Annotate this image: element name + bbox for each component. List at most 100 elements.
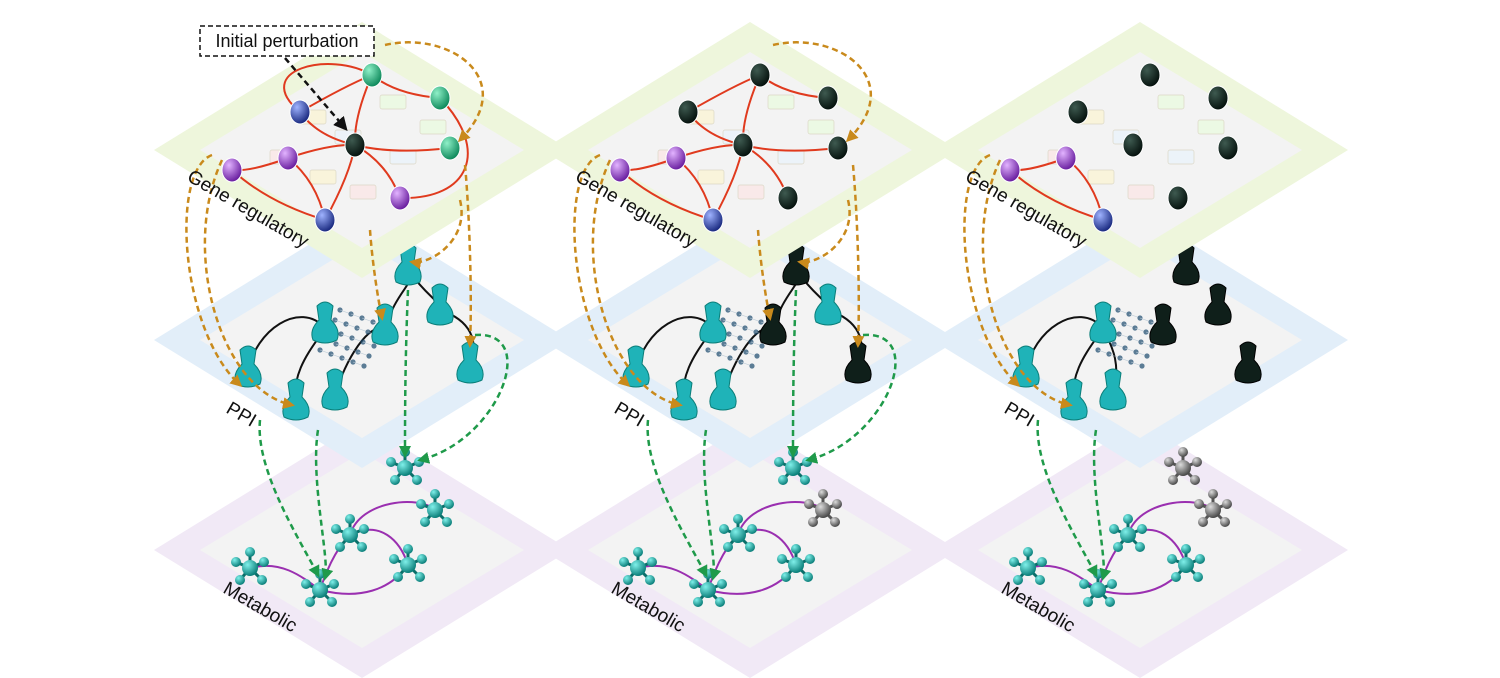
gene-node	[665, 145, 687, 171]
gene-regulatory-layer	[932, 22, 1348, 278]
metabolite-nodes	[231, 447, 454, 607]
gene-node	[429, 85, 451, 111]
metabolite-node	[1167, 544, 1205, 582]
metabolite-node	[777, 544, 815, 582]
protein-node	[1149, 303, 1177, 346]
gene-node	[1055, 145, 1077, 171]
gene-nodes	[999, 62, 1239, 233]
gene-node	[702, 207, 724, 233]
gene-node	[1067, 99, 1089, 125]
metabolite-node	[1109, 514, 1147, 552]
protein-node	[1204, 283, 1232, 326]
initial-perturbation-label: Initial perturbation	[215, 31, 358, 51]
ppi-label: PPI	[1001, 398, 1038, 431]
gene-node	[221, 157, 243, 183]
protein-node	[709, 368, 737, 411]
ppi-to-metabolic-arrow	[646, 419, 708, 578]
gene-to-ppi-arrow	[797, 199, 851, 270]
metabolic-layer	[932, 422, 1348, 678]
gene-node	[732, 132, 754, 158]
gene-node	[777, 185, 799, 211]
ppi-to-metabolic-arrow	[258, 419, 320, 578]
ppi-label: PPI	[223, 398, 260, 431]
gene-node	[749, 62, 771, 88]
metabolite-node	[331, 514, 369, 552]
gene-node	[389, 185, 411, 211]
gene-to-ppi-arrow	[981, 159, 1073, 410]
gene-node	[1167, 185, 1189, 211]
gene-to-ppi-arrow	[851, 164, 865, 348]
gene-to-ppi-arrow	[463, 164, 477, 348]
gene-to-ppi-arrow	[409, 199, 463, 270]
protein-node	[670, 378, 698, 421]
gene-nodes	[221, 62, 461, 233]
metabolic-layer	[542, 422, 958, 678]
ppi-to-metabolic-arrow	[787, 289, 800, 458]
metabolite-node	[231, 547, 269, 585]
ppi-to-metabolic-arrow	[1036, 419, 1098, 578]
metabolite-node	[719, 514, 757, 552]
protein-node	[282, 378, 310, 421]
ppi-to-metabolic-arrow	[417, 333, 509, 464]
gene-node	[609, 157, 631, 183]
gene-regulatory-layer	[542, 22, 958, 278]
ppi-layer	[542, 212, 958, 468]
ppi-nodes	[234, 243, 484, 421]
metabolite-node	[619, 547, 657, 585]
protein-node	[699, 301, 727, 344]
metabolite-node	[1009, 547, 1047, 585]
gene-to-ppi-arrow	[756, 229, 774, 321]
gene-node	[344, 132, 366, 158]
metabolite-node	[1164, 447, 1202, 485]
regulation-arrow	[283, 63, 374, 113]
gene-node	[1139, 62, 1161, 88]
protein-node	[1060, 378, 1088, 421]
ppi-hub-cluster	[705, 307, 775, 369]
gene-node	[277, 145, 299, 171]
metabolite-node	[1194, 489, 1232, 527]
gene-node	[361, 62, 383, 88]
gene-node	[314, 207, 336, 233]
ppi-nodes	[622, 243, 872, 421]
protein-node	[426, 283, 454, 326]
gene-node	[289, 99, 311, 125]
gene-node	[1092, 207, 1114, 233]
protein-node	[321, 368, 349, 411]
gene-to-ppi-arrow	[591, 159, 683, 410]
ppi-hub-cluster	[1095, 307, 1165, 369]
gene-node	[439, 135, 461, 161]
gene-node	[1122, 132, 1144, 158]
protein-node	[1099, 368, 1127, 411]
ppi-layer	[932, 212, 1348, 468]
gene-node	[677, 99, 699, 125]
ppi-label: PPI	[611, 398, 648, 431]
ppi-to-metabolic-arrow	[399, 289, 412, 458]
protein-node	[1234, 341, 1262, 384]
gene-node	[1217, 135, 1239, 161]
inter-layer-arrows	[573, 41, 897, 581]
metabolite-node	[389, 544, 427, 582]
metabolic-layer	[154, 422, 570, 678]
ppi-layer	[154, 212, 570, 468]
metabolite-node	[416, 489, 454, 527]
gene-nodes	[609, 62, 849, 233]
gene-to-ppi-arrow	[203, 159, 295, 410]
protein-node	[814, 283, 842, 326]
inter-layer-arrows	[185, 41, 509, 581]
gene-node	[999, 157, 1021, 183]
protein-node	[311, 301, 339, 344]
feedback-arrow	[772, 41, 872, 143]
inter-layer-arrows	[963, 153, 1112, 581]
ppi-nodes	[1012, 243, 1262, 421]
perturbation-pointer-arrow	[284, 57, 348, 132]
gene-regulatory-layer	[154, 22, 570, 278]
protein-node	[1089, 301, 1117, 344]
gene-node	[817, 85, 839, 111]
gene-to-ppi-arrow	[368, 229, 386, 321]
initial-perturbation-box	[199, 25, 375, 57]
feedback-arrow	[384, 41, 484, 143]
